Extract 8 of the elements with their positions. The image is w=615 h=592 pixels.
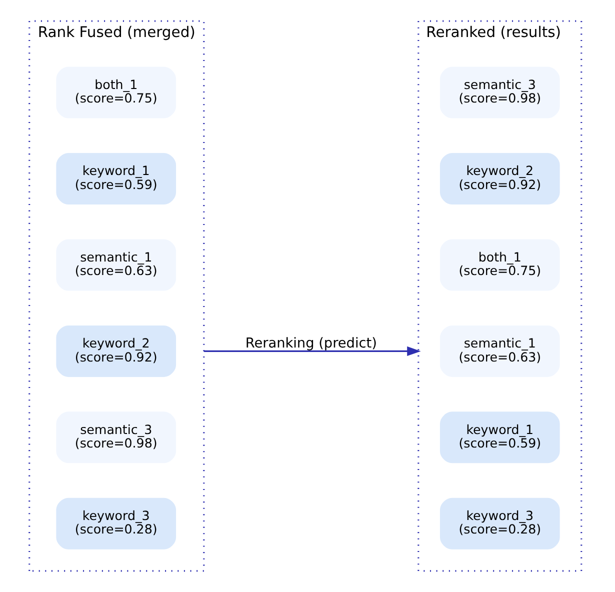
node-box: keyword_2 (score=0.92) bbox=[438, 152, 560, 206]
arrow bbox=[203, 346, 420, 356]
node-box: keyword_2 (score=0.92) bbox=[54, 324, 177, 378]
node-box: keyword_3 (score=0.28) bbox=[438, 496, 560, 550]
node-box: keyword_1 (score=0.59) bbox=[54, 152, 177, 206]
edge-label: Reranking (predict) bbox=[244, 335, 376, 352]
node-box: keyword_1 (score=0.59) bbox=[438, 410, 560, 464]
node-box: keyword_3 (score=0.28) bbox=[54, 496, 177, 550]
